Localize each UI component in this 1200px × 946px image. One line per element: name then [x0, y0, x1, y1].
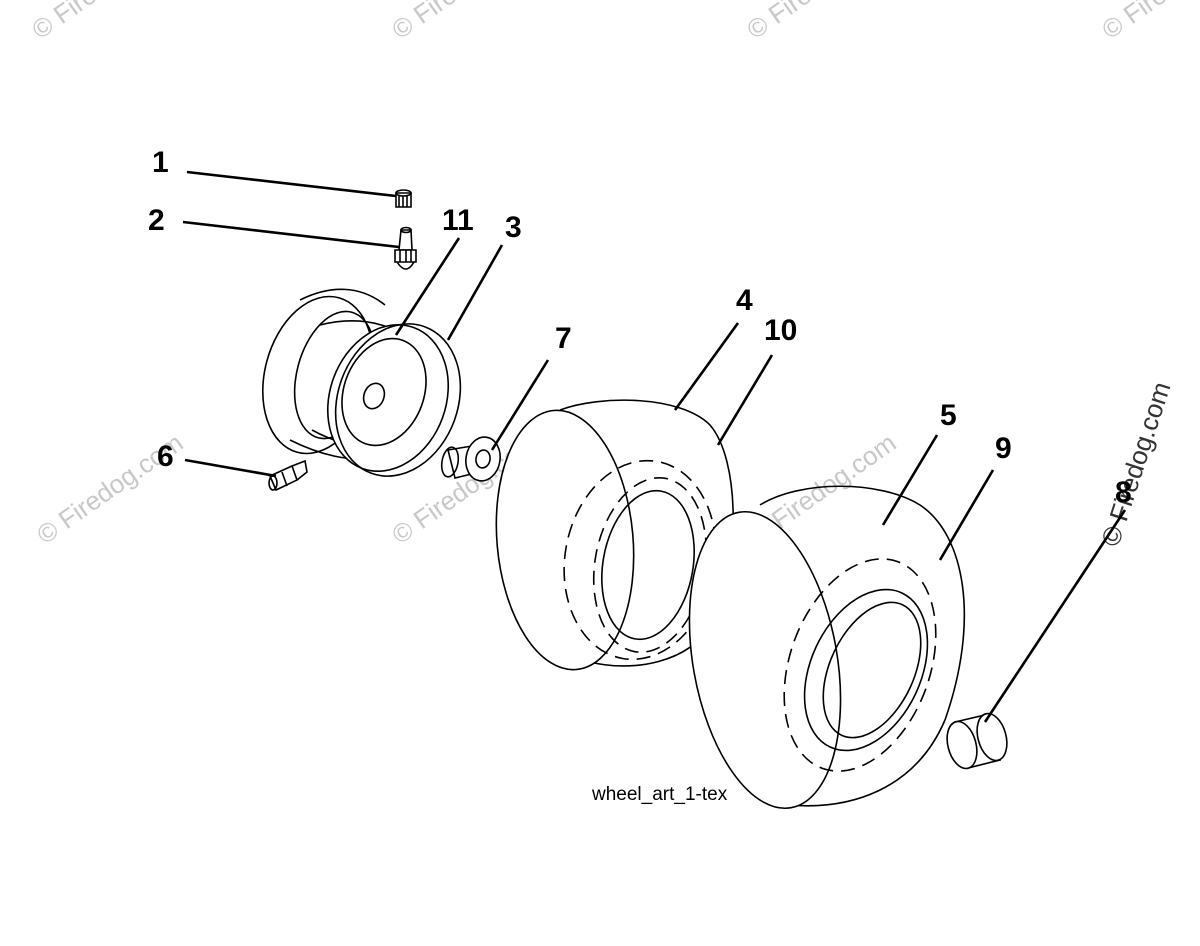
callouts: 1 2 11 3 4 10 7 5 9 6 8	[148, 146, 1132, 509]
callout-7: 7	[555, 322, 572, 355]
callout-4: 4	[736, 284, 753, 317]
callout-2: 2	[148, 204, 165, 237]
watermark-right: © Firedog.com	[1095, 378, 1176, 550]
watermark-top-1: © Firedog.com	[26, 0, 183, 45]
part-1-valve-cap	[395, 189, 412, 208]
watermark-top-4: © Firedog.com	[1096, 0, 1200, 45]
part-7-bushing	[440, 436, 501, 482]
diagram-caption: wheel_art_1-tex	[591, 784, 728, 805]
callout-10: 10	[764, 314, 797, 347]
watermark-top-3: © Firedog.com	[741, 0, 898, 45]
watermark-top-2: © Firedog.com	[386, 0, 543, 45]
callout-6: 6	[157, 440, 174, 473]
callout-11: 11	[442, 204, 474, 237]
wheel-rim	[261, 288, 462, 477]
callout-9: 9	[995, 432, 1012, 465]
callout-3: 3	[505, 211, 522, 244]
callout-5: 5	[940, 399, 957, 432]
part-2-valve-stem	[394, 226, 417, 270]
callout-1: 1	[152, 146, 169, 179]
part-8-hub-cap	[946, 712, 1008, 770]
leader-lines	[182, 170, 1127, 723]
tire-5	[688, 485, 966, 810]
callout-8: 8	[1115, 476, 1132, 509]
